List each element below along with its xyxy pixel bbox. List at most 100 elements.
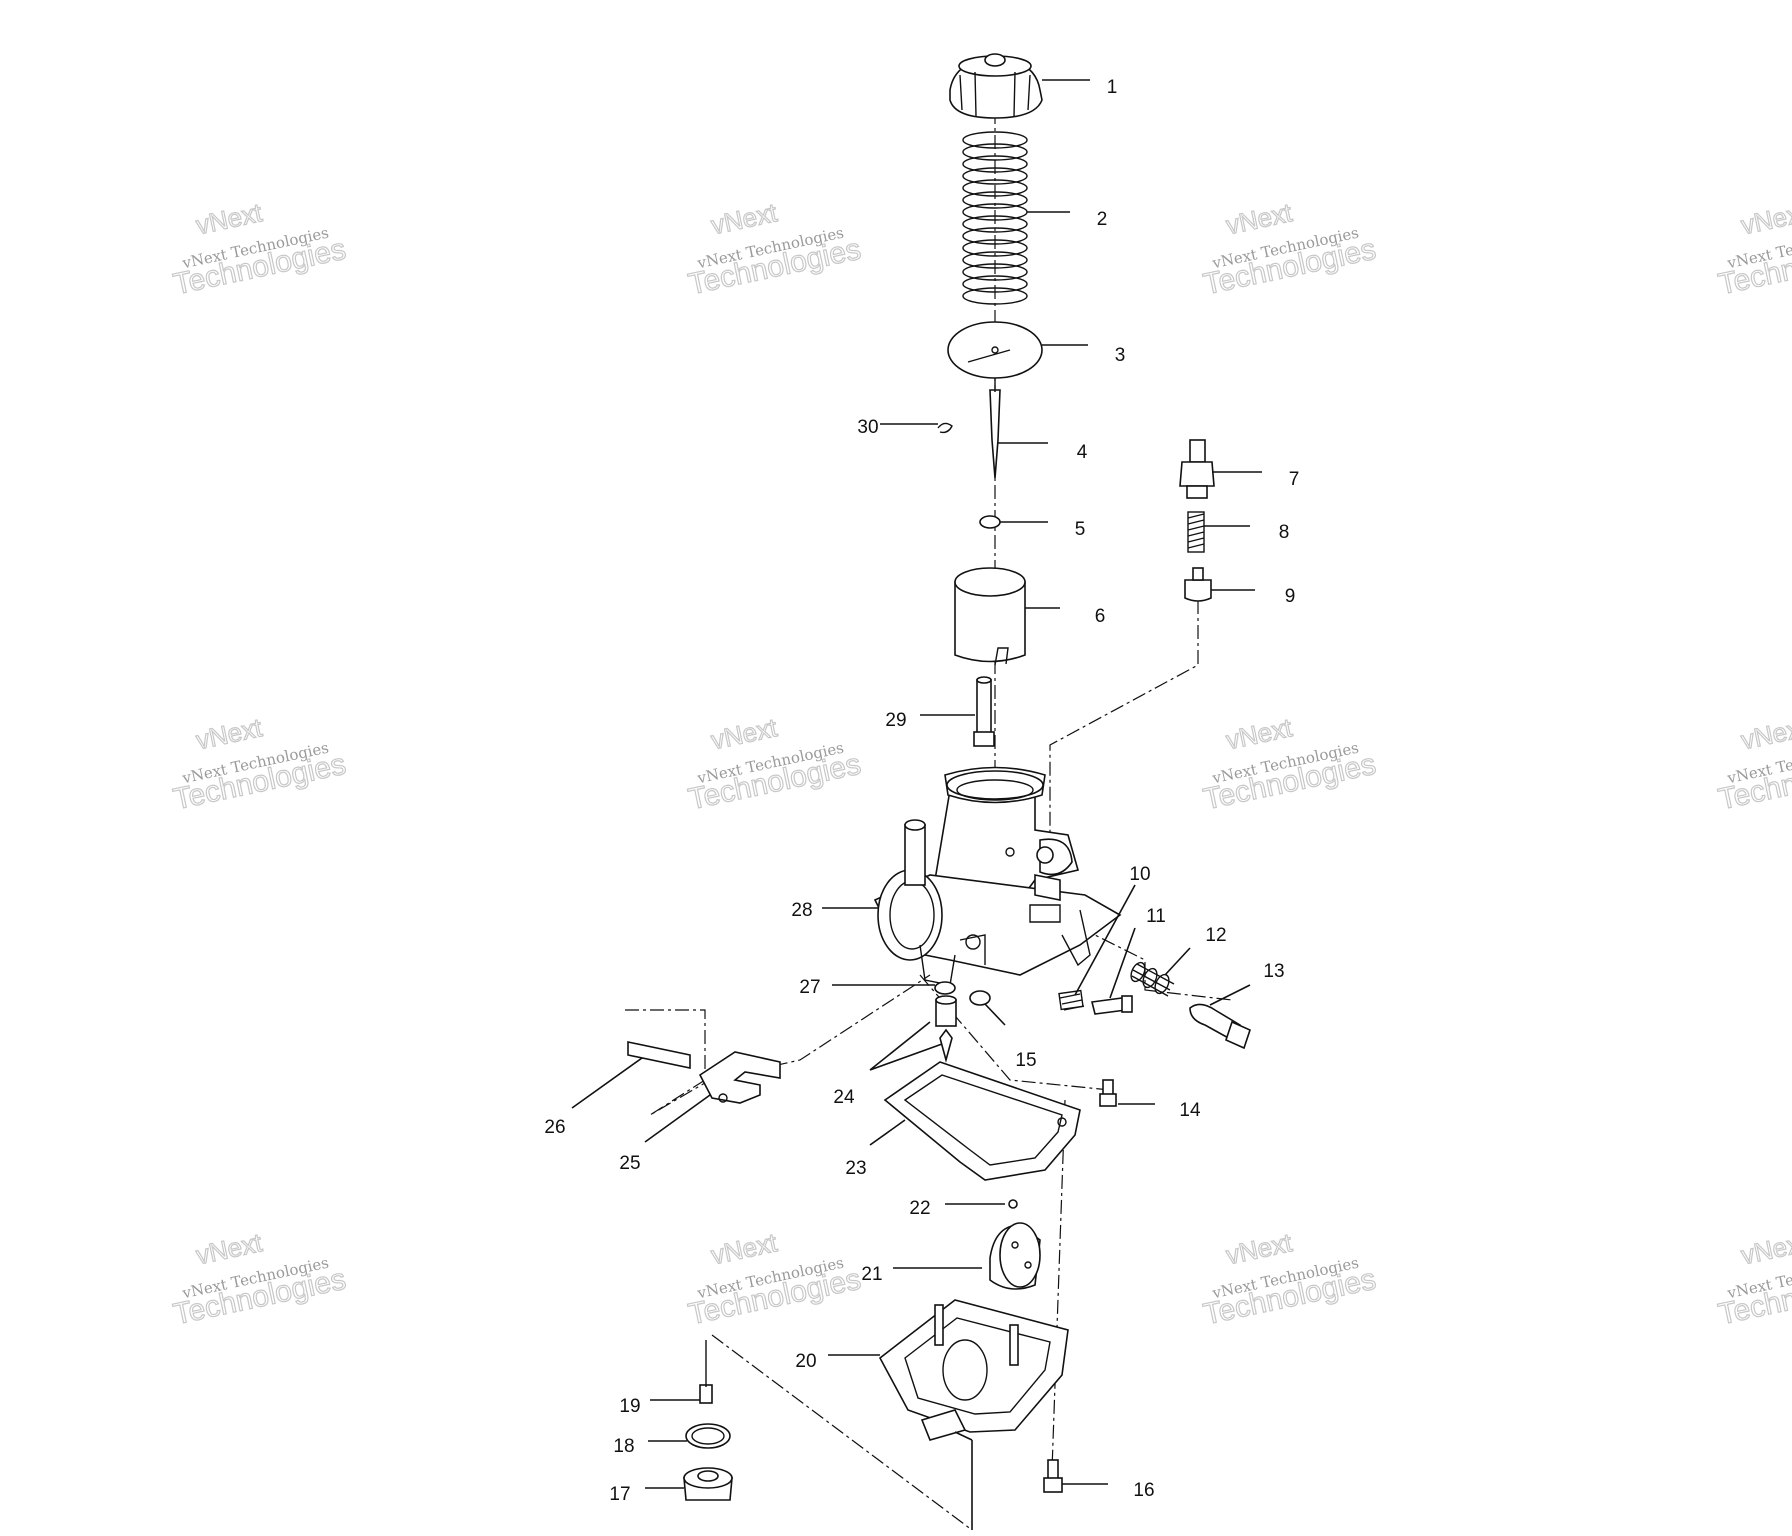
part-25-float-tool (698, 1051, 781, 1104)
part-3-plate (947, 321, 1043, 379)
watermark-line-2: vNext (1738, 1227, 1792, 1270)
watermark-line-2: vNext (1223, 1227, 1295, 1270)
leader-line-10 (1074, 884, 1136, 996)
part-9-plunger (1184, 567, 1212, 602)
callout-30: 30 (857, 417, 878, 438)
callout-16: 16 (1133, 1480, 1154, 1501)
part-24-main-jet (935, 995, 957, 1064)
part-14-screw (1099, 1079, 1117, 1107)
part-23-gasket (883, 1061, 1081, 1181)
part-11-pilot-screw (1091, 995, 1133, 1015)
callout-17: 17 (609, 1484, 630, 1505)
callout-3: 3 (1115, 345, 1126, 366)
leader-line-13 (1209, 984, 1251, 1006)
part-4-needle (989, 378, 1001, 479)
callout-19: 19 (619, 1396, 640, 1417)
callout-1: 1 (1107, 77, 1118, 98)
part-6-throttle-valve (954, 567, 1026, 666)
part-27-washer (934, 981, 956, 995)
watermark-line-2: vNext (708, 1227, 780, 1270)
leader-line-23 (869, 1119, 906, 1146)
jet-axis-line (919, 974, 1111, 1091)
part-18-o-ring (685, 1423, 731, 1449)
watermark-line-2: vNext (708, 197, 780, 240)
part-17-drain-plug (683, 1467, 733, 1501)
callout-6: 6 (1095, 606, 1106, 627)
watermark-line-2: vNext (1738, 712, 1792, 755)
part-28-carburetor-body (873, 766, 1122, 986)
part-5-washer (979, 515, 1001, 529)
part-15-washer (969, 990, 991, 1006)
callout-20: 20 (795, 1351, 816, 1372)
callout-2: 2 (1097, 209, 1108, 230)
part-12-spring (1130, 961, 1175, 997)
part-19-drain-valve (699, 1340, 713, 1404)
part-10-spring (1058, 989, 1085, 1011)
callout-26: 26 (544, 1117, 565, 1138)
callout-5: 5 (1075, 519, 1086, 540)
part-22-pin (1008, 1199, 1018, 1209)
callout-28: 28 (791, 900, 812, 921)
pilot-screw-axis-line (1049, 600, 1199, 850)
leader-line-11 (1109, 927, 1136, 999)
part-16-bolt (1043, 1459, 1063, 1493)
watermark-line-2: vNext (1223, 712, 1295, 755)
leader-line-26 (571, 1057, 643, 1109)
callout-10: 10 (1129, 864, 1150, 885)
part-1-cap (949, 53, 1043, 119)
callout-8: 8 (1279, 522, 1290, 543)
part-21-float (989, 1222, 1041, 1290)
callout-12: 12 (1205, 925, 1226, 946)
leader-line-15 (984, 1003, 1006, 1026)
tool-axis-line (625, 974, 931, 1116)
callout-15: 15 (1015, 1050, 1036, 1071)
callout-18: 18 (613, 1436, 634, 1457)
callout-4: 4 (1077, 442, 1088, 463)
callout-11: 11 (1146, 906, 1166, 927)
part-26-float-tool (627, 1041, 691, 1069)
callout-25: 25 (619, 1153, 640, 1174)
watermark-line-2: vNext (1738, 197, 1792, 240)
drain-axis-line (711, 1334, 973, 1531)
part-13-idle-screw (1189, 1003, 1251, 1050)
leader-line-25 (644, 1094, 711, 1143)
part-20-float-bowl (878, 1299, 1069, 1441)
part-30-clip (937, 422, 953, 434)
callout-27: 27 (799, 977, 820, 998)
callout-9: 9 (1285, 586, 1296, 607)
callout-14: 14 (1179, 1100, 1201, 1121)
callout-22: 22 (909, 1198, 930, 1219)
part-7-adjuster (1179, 439, 1215, 499)
callout-7: 7 (1289, 469, 1300, 490)
watermark-line-2: vNext (193, 1227, 265, 1270)
watermark-line-2: vNext (1223, 197, 1295, 240)
part-8-spring (1187, 511, 1205, 553)
callout-29: 29 (885, 710, 906, 731)
callout-24: 24 (833, 1087, 855, 1108)
part-29-needle-jet (973, 676, 995, 747)
leader-line-drain (954, 1431, 973, 1530)
callout-21: 21 (861, 1264, 882, 1285)
screw-axis-line (1051, 1099, 1066, 1471)
leader-line-24 (869, 1021, 943, 1071)
watermark-line-2: vNext (708, 712, 780, 755)
leader-line-12 (1164, 947, 1191, 976)
callout-23: 23 (845, 1158, 866, 1179)
callout-13: 13 (1263, 961, 1284, 982)
watermark-line-2: vNext (193, 197, 265, 240)
watermark-line-2: vNext (193, 712, 265, 755)
